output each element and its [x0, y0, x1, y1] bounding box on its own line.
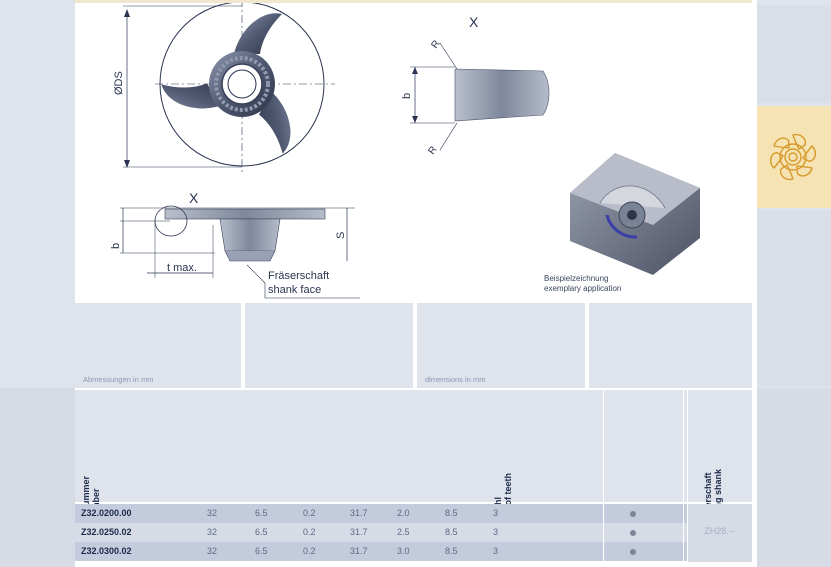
table-row: Z32.0300.02 32 6.5 0.2 31.7 3.0 8.5 3	[75, 542, 752, 561]
s-label: S	[335, 232, 347, 239]
ds-value: 31.7	[350, 508, 368, 518]
ds-value: 31.7	[350, 527, 368, 537]
part-number: Z32.0300.02	[81, 546, 132, 556]
r-bottom-label: R	[426, 144, 439, 156]
column-divider	[603, 390, 604, 567]
ds-label: ØDS	[113, 71, 125, 95]
right-band-block-top	[757, 5, 831, 103]
teeth-value: 3	[493, 508, 499, 518]
shank-value: ZH28.--	[704, 526, 735, 536]
d-min-value: 32	[207, 546, 218, 556]
dim-cell-2	[245, 303, 413, 388]
al41f-availability-dot	[630, 548, 636, 555]
teeth-value: 3	[493, 527, 499, 537]
milling-cutter-tile	[757, 106, 831, 208]
right-band-block-low	[757, 388, 831, 567]
milling-cutter-icon	[769, 133, 817, 181]
d-min-value: 32	[207, 527, 218, 537]
top-rule	[75, 0, 752, 3]
b-value: 3.0	[397, 546, 410, 556]
shank-cell: ZH28.--	[687, 504, 752, 562]
column-divider	[683, 390, 684, 567]
table-row: Z32.0250.02 32 6.5 0.2 31.7 2.5 8.5 3	[75, 523, 752, 542]
al41f-availability-dot	[630, 510, 636, 517]
al41f-availability-dot	[630, 529, 636, 536]
b-detail-label: b	[401, 93, 413, 99]
cutter-side-view: X b S t max. Fräserschaft shank face	[110, 190, 360, 299]
shank-face-de: Fräserschaft	[268, 270, 329, 282]
teeth-value: 3	[493, 546, 499, 556]
r-value: 0.2	[303, 508, 316, 518]
tmax-label: t max.	[167, 262, 197, 274]
t-max-value: 8.5	[445, 546, 458, 556]
right-band-block-mid	[757, 210, 831, 386]
dim-cell-3: dimensions in mm	[417, 303, 585, 388]
dims-label-en: dimensions in mm	[425, 375, 486, 384]
technical-drawing: ØDS X b S t max. Fräserschaft shank face	[75, 0, 752, 300]
d-min-value: 32	[207, 508, 218, 518]
part-number: Z32.0250.02	[81, 527, 132, 537]
b-value: 2.5	[397, 527, 410, 537]
parts-table: Bestellnummer part number D min. S R Ø D…	[75, 390, 752, 567]
b-value: 2.0	[397, 508, 410, 518]
s-value: 6.5	[255, 527, 268, 537]
example-label-en: exemplary application	[544, 284, 621, 293]
shank-face-en: shank face	[268, 284, 321, 296]
r-top-label: R	[429, 38, 442, 50]
dim-cell-1: Abmessungen in mm	[75, 303, 241, 388]
example-3d-view: Beispielzeichnung exemplary application	[544, 153, 700, 293]
left-margin-band-lower	[0, 388, 75, 567]
t-max-value: 8.5	[445, 508, 458, 518]
r-value: 0.2	[303, 527, 316, 537]
r-value: 0.2	[303, 546, 316, 556]
part-number: Z32.0200.00	[81, 508, 132, 518]
dim-cell-4	[589, 303, 752, 388]
drawing-canvas: ØDS X b S t max. Fräserschaft shank face	[110, 0, 700, 299]
table-row: Z32.0200.00 32 6.5 0.2 31.7 2.0 8.5 3	[75, 504, 752, 523]
dims-label-de: Abmessungen in mm	[83, 375, 154, 384]
table-header	[75, 390, 752, 502]
column-divider	[687, 390, 688, 567]
s-value: 6.5	[255, 508, 268, 518]
view-x-label: X	[469, 14, 479, 30]
s-value: 6.5	[255, 546, 268, 556]
detail-view-x: X b R R	[401, 14, 550, 157]
t-max-value: 8.5	[445, 527, 458, 537]
detail-x-label: X	[189, 190, 199, 206]
example-label-de: Beispielzeichnung	[544, 274, 609, 283]
ds-value: 31.7	[350, 546, 368, 556]
b-side-label: b	[110, 243, 122, 249]
cutter-front-view: ØDS	[113, 0, 335, 173]
